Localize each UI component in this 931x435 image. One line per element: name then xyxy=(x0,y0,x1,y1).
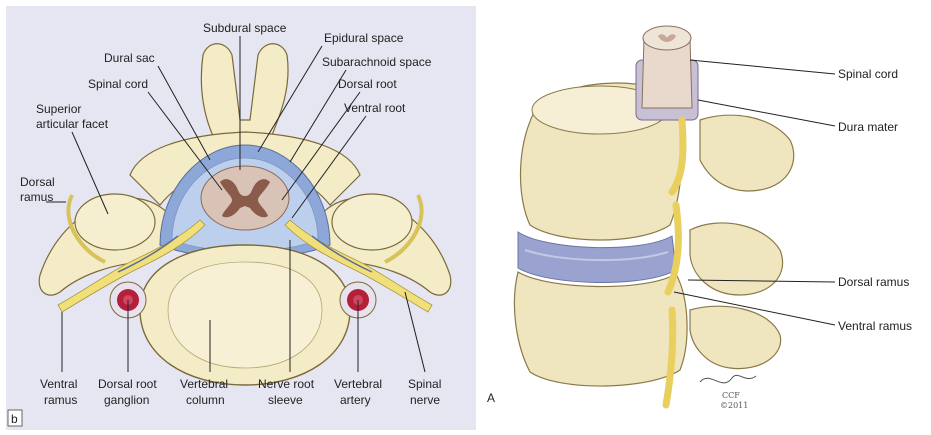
label-dorsal-ramus-a: Dorsal ramus xyxy=(838,275,909,289)
illustrator-signature-scrawl xyxy=(700,375,756,382)
lower-posterior-process xyxy=(690,306,781,368)
label-vertebral-artery-1: Vertebral xyxy=(334,377,382,391)
label-dura-mater: Dura mater xyxy=(838,120,898,134)
label-spinal-cord-a: Spinal cord xyxy=(838,67,898,81)
label-superior-articular-facet-1: Superior xyxy=(36,102,81,116)
label-nerve-root-sleeve-1: Nerve root xyxy=(258,377,315,391)
label-dorsal-ramus-b-2: ramus xyxy=(20,190,53,204)
label-nerve-root-sleeve-2: sleeve xyxy=(268,393,303,407)
label-spinal-cord-b: Spinal cord xyxy=(88,77,148,91)
panel-b: Subdural space Epidural space Dural sac … xyxy=(6,6,476,430)
label-ventral-ramus-a: Ventral ramus xyxy=(838,319,912,333)
label-superior-articular-facet-2: articular facet xyxy=(36,117,109,131)
label-ventral-ramus-b-1: Ventral xyxy=(40,377,77,391)
label-dorsal-ramus-b-1: Dorsal xyxy=(20,175,55,189)
label-vertebral-column-2: column xyxy=(186,393,225,407)
label-dorsal-root-ganglion-2: ganglion xyxy=(104,393,149,407)
panel-a: A Spinal cord Dura mater Dorsal xyxy=(487,26,912,410)
lower-vertebral-body xyxy=(514,272,687,386)
panel-a-letter: A xyxy=(487,391,495,405)
label-epidural-space: Epidural space xyxy=(324,31,404,45)
panel-b-letter: b xyxy=(11,412,18,426)
label-subarachnoid-space: Subarachnoid space xyxy=(322,55,432,69)
vertebral-body-inner xyxy=(168,262,322,368)
label-vertebral-artery-2: artery xyxy=(340,393,371,407)
middle-posterior-process xyxy=(690,223,783,295)
label-dorsal-root: Dorsal root xyxy=(338,77,397,91)
right-articular-facet xyxy=(332,194,412,250)
signature-year: ©2011 xyxy=(720,401,748,410)
label-spinal-nerve-2: nerve xyxy=(410,393,440,407)
label-dural-sac: Dural sac xyxy=(104,51,155,65)
label-ventral-root: Ventral root xyxy=(344,101,406,115)
left-articular-facet xyxy=(75,194,155,250)
label-subdural-space: Subdural space xyxy=(203,21,287,35)
label-spinal-nerve-1: Spinal xyxy=(408,377,441,391)
label-ventral-ramus-b-2: ramus xyxy=(44,393,77,407)
label-dorsal-root-ganglion-1: Dorsal root xyxy=(98,377,157,391)
upper-posterior-process xyxy=(700,115,794,191)
signature-ccf: CCF xyxy=(722,391,740,400)
label-vertebral-column-1: Vertebral xyxy=(180,377,228,391)
